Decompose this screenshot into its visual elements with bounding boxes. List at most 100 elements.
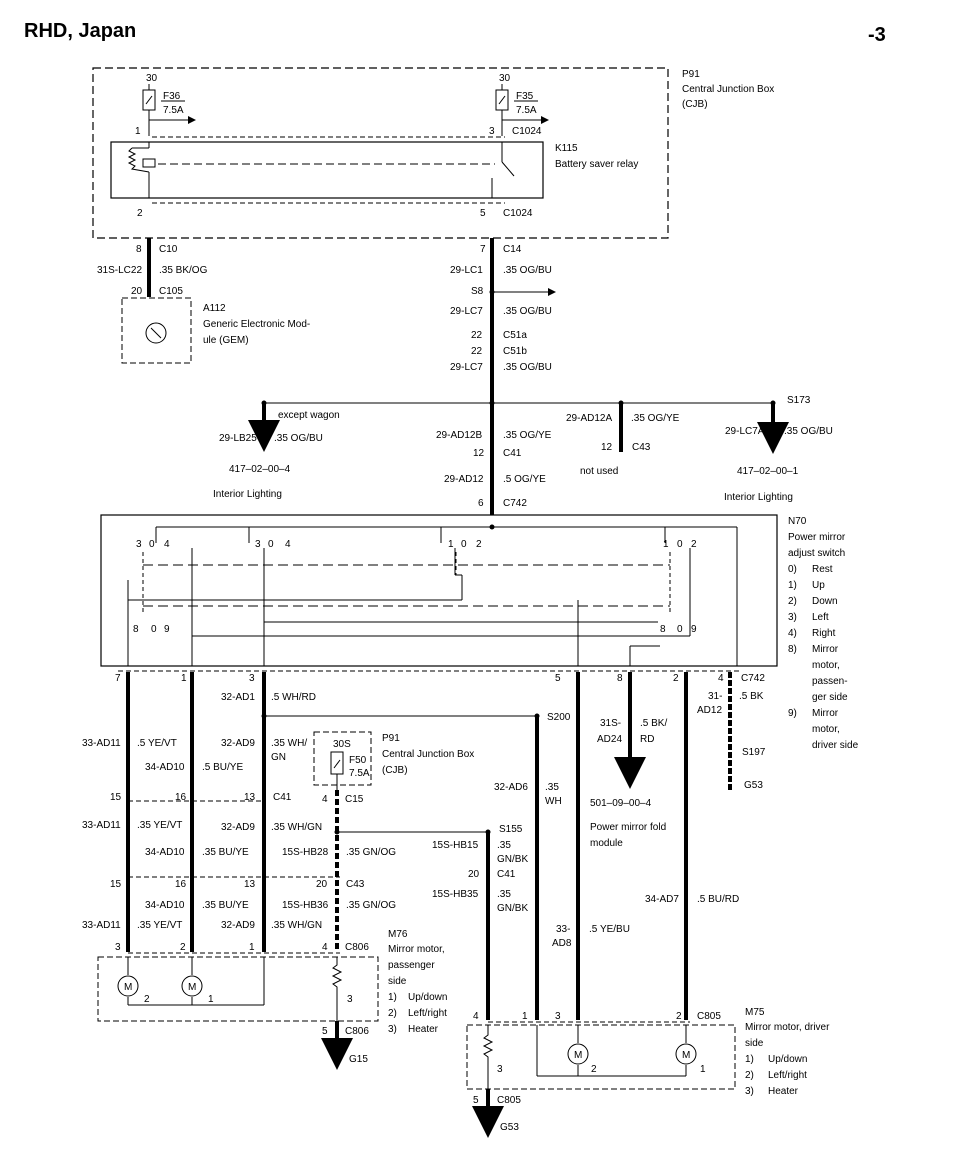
m76-opt-2-desc: Left/right: [408, 1008, 447, 1019]
wire-34-ad7: 34-AD7: [645, 894, 679, 905]
c742-pin-4: 4: [718, 673, 724, 684]
n70-pos-9: 9): [788, 708, 797, 719]
n70-desc-0: Rest: [812, 564, 833, 575]
pin-12-c41: 12: [473, 448, 485, 459]
n70-desc-1: Up: [812, 580, 825, 591]
connector-c15: C15: [345, 794, 364, 805]
c43-pin-13: 13: [244, 879, 256, 890]
m75-desc2: side: [745, 1038, 764, 1049]
sw3-pin-b: 0: [461, 539, 467, 550]
wire-32-ad6-color-b: WH: [545, 796, 562, 807]
m75-opt-1-desc: Up/down: [768, 1054, 807, 1065]
wire-31-ad12-b: AD12: [697, 705, 722, 716]
sw6-pin-c: 9: [691, 624, 697, 635]
m76-opt-3-desc: Heater: [408, 1024, 439, 1035]
m75-opt-2-desc: Left/right: [768, 1070, 807, 1081]
connector-c805-b: C805: [497, 1095, 521, 1106]
c43-pin-16: 16: [175, 879, 187, 890]
motor-leftright-icon: [181, 975, 203, 997]
m75-opt-3-desc: Heater: [768, 1086, 799, 1097]
connector-c43-a: C43: [632, 442, 651, 453]
wire-34-ad10-a-color: .5 BU/YE: [202, 762, 243, 773]
c41-pin-16: 16: [175, 792, 187, 803]
pin-12-c43: 12: [601, 442, 613, 453]
wire-31s-lc22: 31S-LC22: [97, 265, 142, 276]
n70-desc-2: Down: [812, 596, 838, 607]
wire-31s-ad24-color-b: RD: [640, 734, 654, 745]
interior-lighting-a: Interior Lighting: [213, 489, 282, 500]
connector-c742-b: C742: [741, 673, 765, 684]
wire-34-ad10-b-color: .35 BU/YE: [202, 847, 249, 858]
gem-desc2: ule (GEM): [203, 335, 249, 346]
c43-pin-20: 20: [316, 879, 328, 890]
n70-pos-3: 3): [788, 612, 797, 623]
n70-desc-9a: Mirror: [812, 708, 839, 719]
wire-29-lc7-a-color: .35 OG/BU: [503, 306, 552, 317]
sw1-pin-a: 3: [136, 539, 142, 550]
c806-pin-2: 2: [180, 942, 186, 953]
connector-c41-c: C41: [497, 869, 516, 880]
wire-29-ad12b-color: .35 OG/YE: [503, 430, 552, 441]
connector-c805-a: C805: [697, 1011, 721, 1022]
splice-s173: S173: [787, 395, 811, 406]
m76-pin-3: 3: [347, 994, 353, 1005]
pin-5: 5: [480, 208, 486, 219]
cjb-mid-desc2: (CJB): [382, 765, 408, 776]
sw6-pin-b: 0: [677, 624, 683, 635]
wire-29-lc7a-color: .35 OG/BU: [784, 426, 833, 437]
heater-resistor-driver: [482, 1025, 494, 1089]
c1024-b: C1024: [503, 208, 533, 219]
wire-33-ad11-b: 33-AD11: [82, 820, 121, 831]
wire-15s-hb36: 15S-HB36: [282, 900, 329, 911]
c805-pin-3: 3: [555, 1011, 561, 1022]
connector-c51a: C51a: [503, 330, 527, 341]
c742-pin-1: 1: [181, 673, 187, 684]
motor-updown-driver-icon: [567, 1043, 589, 1065]
sw1-pin-b: 0: [149, 539, 155, 550]
n70-desc-8a: Mirror: [812, 644, 839, 655]
wire-15s-hb15-color-b: GN/BK: [497, 854, 528, 865]
sw3-pin-c: 2: [476, 539, 482, 550]
m76-opt-1: 1): [388, 992, 397, 1003]
wire-34-ad10-c: 34-AD10: [145, 900, 185, 911]
m76-pin-2: 2: [144, 994, 150, 1005]
m75-motor-1: M: [574, 1050, 582, 1061]
c41-pin-13: 13: [244, 792, 256, 803]
connector-c10: C10: [159, 244, 178, 255]
cjb-top-desc2: (CJB): [682, 99, 708, 110]
c742-pin-3: 3: [249, 673, 255, 684]
wire-15s-hb35-color-b: GN/BK: [497, 903, 528, 914]
m75-opt-3: 3): [745, 1086, 754, 1097]
wire-15s-hb35-color-a: .35: [497, 889, 511, 900]
wire-33-ad8-a: 33-: [556, 924, 570, 935]
c742-pin-2: 2: [673, 673, 679, 684]
main-feed: 7 C14 29-LC1 .35 OG/BU S8 29-LC7 .35 OG/…: [213, 238, 833, 515]
relay-k115-id: K115: [555, 143, 578, 154]
m75-pin-1: 1: [700, 1064, 706, 1075]
c742-pin-5: 5: [555, 673, 561, 684]
connector-c742-a: C742: [503, 498, 527, 509]
m76-pin-1: 1: [208, 994, 214, 1005]
n70-desc-9c: driver side: [812, 740, 859, 751]
gem-module: [121, 297, 192, 364]
sw3-pin-a: 1: [448, 539, 454, 550]
n70-desc-8b: motor,: [812, 660, 840, 671]
pin-8-c10: 8: [136, 244, 142, 255]
n70-desc-8c: passen-: [812, 676, 848, 687]
n70-desc-4: Right: [812, 628, 836, 639]
wire-15s-hb35: 15S-HB35: [432, 889, 479, 900]
pin-30-b: 30: [499, 73, 511, 84]
n70-pos-0: 0): [788, 564, 797, 575]
c806-pin-3: 3: [115, 942, 121, 953]
wire-33-ad11-a: 33-AD11: [82, 738, 121, 749]
fuse-f36-rating: 7.5A: [163, 105, 184, 116]
c806-pin-1: 1: [249, 942, 255, 953]
m76-desc: Mirror motor,: [388, 944, 445, 955]
wire-15s-hb15: 15S-HB15: [432, 840, 479, 851]
m75-pin-3: 3: [497, 1064, 503, 1075]
gem-branch: 8 C10 31S-LC22 .35 BK/OG 20 C105 A112 Ge…: [97, 238, 310, 364]
m76-desc2: passenger: [388, 960, 435, 971]
n70-desc-9b: motor,: [812, 724, 840, 735]
wire-29-ad12b: 29-AD12B: [436, 430, 482, 441]
